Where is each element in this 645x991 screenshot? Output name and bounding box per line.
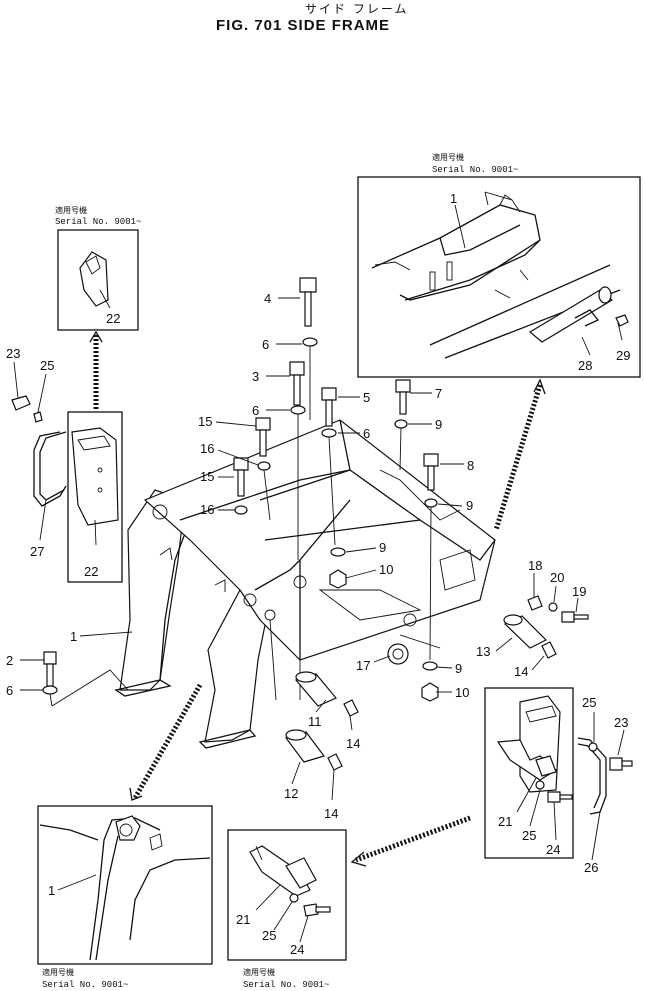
handle-part — [33, 431, 67, 507]
inset-left-small: 適用号機 Serial No. 9001~ 22 — [55, 205, 141, 331]
serial-note-jp: 適用号機 — [432, 152, 464, 162]
callout-number: 10 — [455, 685, 469, 700]
callout-number: 24 — [546, 842, 560, 857]
callout-number: 25 — [262, 928, 276, 943]
callout-number: 7 — [435, 386, 442, 401]
inset-right: 25 23 21 25 24 26 — [484, 687, 633, 875]
callout-number: 6 — [262, 337, 269, 352]
callout-number: 22 — [84, 564, 98, 579]
callout-number: 26 — [584, 860, 598, 875]
callout-number: 16 — [200, 441, 214, 456]
callout-number: 25 — [40, 358, 54, 373]
callout-number: 22 — [106, 311, 120, 326]
callout-number: 1 — [450, 191, 457, 206]
callout-number: 2 — [6, 653, 13, 668]
callout-number: 10 — [379, 562, 393, 577]
bolt-set — [42, 277, 439, 702]
callout-number: 17 — [356, 658, 370, 673]
pin-parts — [285, 595, 589, 771]
callout-number: 13 — [476, 644, 490, 659]
serial-note: Serial No. 9001~ — [432, 165, 518, 175]
callout-number: 27 — [30, 544, 44, 559]
callout-number: 15 — [198, 414, 212, 429]
callout-number: 8 — [467, 458, 474, 473]
callout-number: 9 — [435, 417, 442, 432]
inset-top-right: 適用号機 Serial No. 9001~ 1 28 29 — [357, 152, 641, 378]
figure-subtitle-jp: サイド フレーム — [305, 2, 408, 16]
callout-number: 6 — [363, 426, 370, 441]
callout-number: 9 — [379, 540, 386, 555]
callout-number: 23 — [6, 346, 20, 361]
callout-number: 21 — [236, 912, 250, 927]
reference-arrow — [132, 683, 203, 800]
callout-number: 3 — [252, 369, 259, 384]
callout-number: 29 — [616, 348, 630, 363]
callout-number: 20 — [550, 570, 564, 585]
callout-number: 1 — [48, 883, 55, 898]
serial-note: Serial No. 9001~ — [243, 980, 329, 990]
inset-left-tall: 22 — [67, 411, 123, 583]
callout-number: 28 — [578, 358, 592, 373]
serial-note-jp: 適用号機 — [55, 205, 87, 215]
callout-number: 6 — [6, 683, 13, 698]
callout-number: 1 — [70, 629, 77, 644]
callout-number: 14 — [324, 806, 338, 821]
callout-number: 12 — [284, 786, 298, 801]
figure-title: FIG. 701 SIDE FRAME — [216, 17, 390, 34]
callout-number: 5 — [363, 390, 370, 405]
callout-number: 15 — [200, 469, 214, 484]
callout-number: 11 — [308, 714, 322, 729]
callout-number: 6 — [252, 403, 259, 418]
callout-number: 23 — [614, 715, 628, 730]
reference-arrow — [493, 384, 543, 531]
serial-note: Serial No. 9001~ — [42, 980, 128, 990]
leader-lines — [49, 346, 441, 707]
inset-bottom-left: 1 — [37, 805, 213, 965]
callout-number: 14 — [346, 736, 360, 751]
callout-number: 9 — [466, 498, 473, 513]
callout-number: 19 — [572, 584, 586, 599]
callout-number: 24 — [290, 942, 304, 957]
callout-number: 25 — [522, 828, 536, 843]
callout-number: 16 — [200, 502, 214, 517]
callout-number: 21 — [498, 814, 512, 829]
main-callouts: 4 6 3 6 5 7 6 9 15 16 15 16 8 9 9 10 18 … — [6, 291, 586, 821]
serial-note: Serial No. 9001~ — [55, 217, 141, 227]
inset-bottom-center: 21 25 24 — [227, 829, 347, 961]
callout-number: 4 — [264, 291, 271, 306]
callout-number: 9 — [455, 661, 462, 676]
callout-number: 18 — [528, 558, 542, 573]
reference-arrow — [355, 815, 471, 863]
serial-note-jp: 適用号機 — [42, 967, 74, 977]
main-side-frame — [114, 419, 496, 749]
callout-number: 14 — [514, 664, 528, 679]
callout-number: 25 — [582, 695, 596, 710]
serial-note-jp: 適用号機 — [243, 967, 275, 977]
